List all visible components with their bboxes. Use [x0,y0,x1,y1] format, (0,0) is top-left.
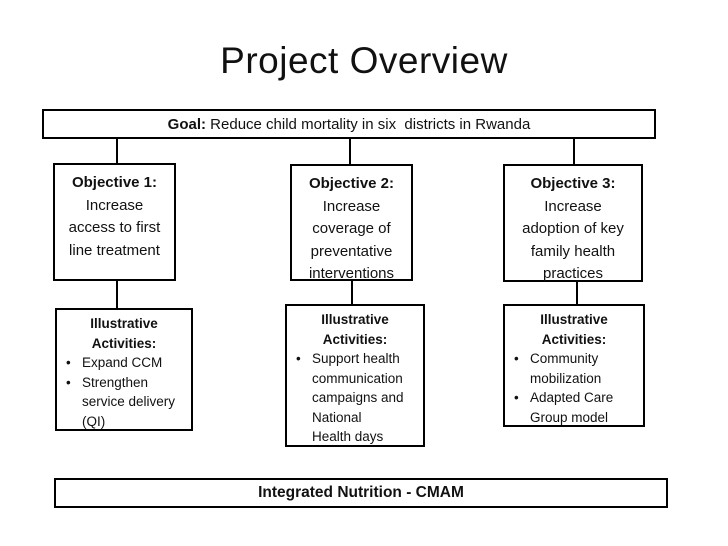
goal-box: Goal: Reduce child mortality in six dist… [42,109,656,139]
goal-label: Goal: [167,115,207,133]
bullet-icon: • [296,351,301,366]
objective-3-box: Objective 3: Increase adoption of key fa… [503,164,643,282]
bullet-text: Adapted Care Group model [530,390,614,425]
bullet-icon: • [514,390,519,405]
bullet-icon: • [66,374,71,390]
activities-2-heading: Illustrative Activities: [321,312,389,347]
connector-goal-objective-3 [573,139,575,164]
objective-1-box: Objective 1: Increase access to first li… [53,163,176,281]
activities-1-box: Illustrative Activities: • Expand CCM • … [55,308,193,431]
footer-label: Integrated Nutrition - CMAM [258,484,464,501]
activities-2-box: Illustrative Activities: • Support healt… [285,304,425,447]
connector-objective-3-activities [576,282,578,304]
goal-body: Reduce child mortality in six districts … [206,115,531,133]
bullet-text: Support health communication campaigns a… [312,351,404,444]
objective-1-heading: Objective 1: [71,174,158,191]
connector-goal-objective-1 [116,139,118,163]
objective-2-heading: Objective 2: [308,175,395,192]
bullet-icon: • [66,355,71,370]
objective-1-body: Increase access to first line treatment [68,196,161,259]
connector-goal-objective-2 [349,139,351,164]
goal-text: Goal: Reduce child mortality in six dist… [168,116,531,133]
bullet-text: Expand CCM [82,355,163,370]
objective-2-box: Objective 2: Increase coverage of preven… [290,164,413,282]
connector-objective-2-activities [351,281,353,304]
footer-box: Integrated Nutrition - CMAM [54,478,668,508]
objective-3-body: Increase adoption of key family health p… [522,197,624,283]
objective-3-heading: Objective 3: [530,175,616,192]
activities-1-item-2: • Strengthen service delivery (QI) [57,373,191,432]
activities-2-item-1: • Support health communication campaigns… [287,349,423,447]
activities-3-item-1: • Community mobilization [505,349,643,388]
activities-3-item-2: • Adapted Care Group model [505,388,643,427]
activities-3-box: Illustrative Activities: • Community mob… [503,304,645,427]
objective-2-body: Increase coverage of preventative interv… [308,197,395,283]
bullet-icon: • [514,351,519,366]
bullet-text: Community mobilization [530,351,602,386]
activities-3-heading: Illustrative Activities: [540,312,608,347]
bullet-text: Strengthen service delivery (QI) [82,374,176,429]
activities-1-heading: Illustrative Activities: [90,316,158,351]
connector-objective-1-activities [116,281,118,308]
activities-1-item-1: • Expand CCM [57,353,191,373]
page-title: Project Overview [220,40,508,81]
